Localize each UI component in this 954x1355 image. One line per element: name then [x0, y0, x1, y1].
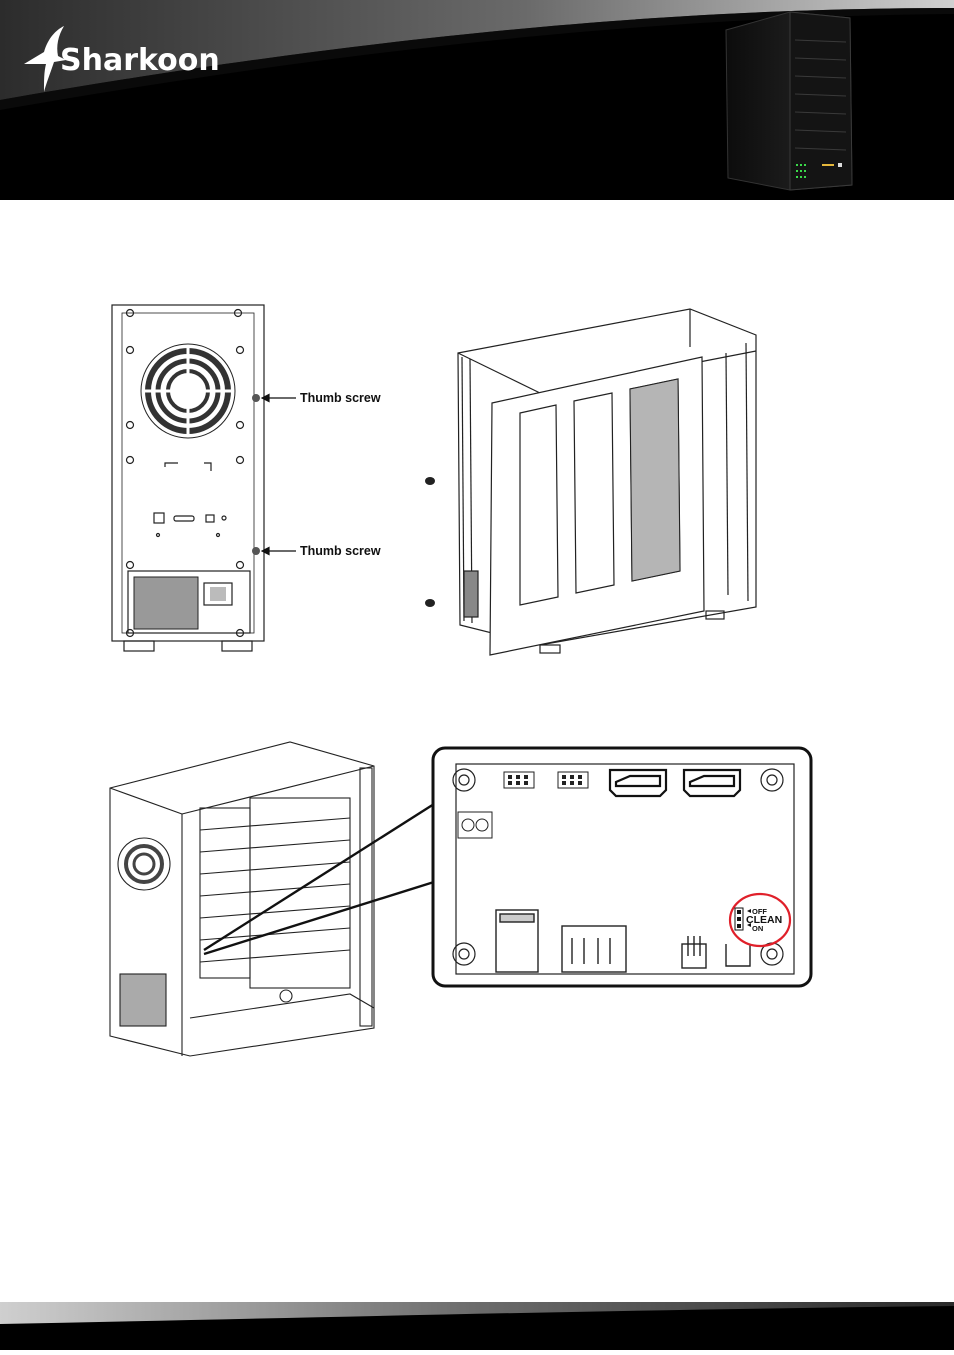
- figure-backplane-jumper: OFF CLEAN ON: [100, 738, 820, 1063]
- figure-side-panel-removal: Thumb screw Thumb screw: [100, 295, 800, 675]
- jumper-on-label: ON: [752, 924, 763, 933]
- thumb-screw-label: Thumb screw: [300, 391, 381, 405]
- product-tower-image: [726, 12, 852, 190]
- psu-grille: [134, 577, 198, 629]
- backplane-detail: OFF CLEAN ON: [433, 748, 811, 986]
- thumb-screw-icon: [252, 394, 260, 402]
- header-banner: Sharkoon: [0, 0, 954, 200]
- case-side-panel-view: [458, 309, 756, 655]
- brand-name: Sharkoon: [60, 43, 220, 78]
- loose-thumb-screw-icon: [425, 477, 435, 607]
- thumb-screw-label: Thumb screw: [300, 544, 381, 558]
- case-interior-view: [110, 742, 374, 1056]
- footer-bar: [0, 1302, 954, 1350]
- thumb-screw-icon: [252, 547, 260, 555]
- panel-mesh: [630, 379, 680, 581]
